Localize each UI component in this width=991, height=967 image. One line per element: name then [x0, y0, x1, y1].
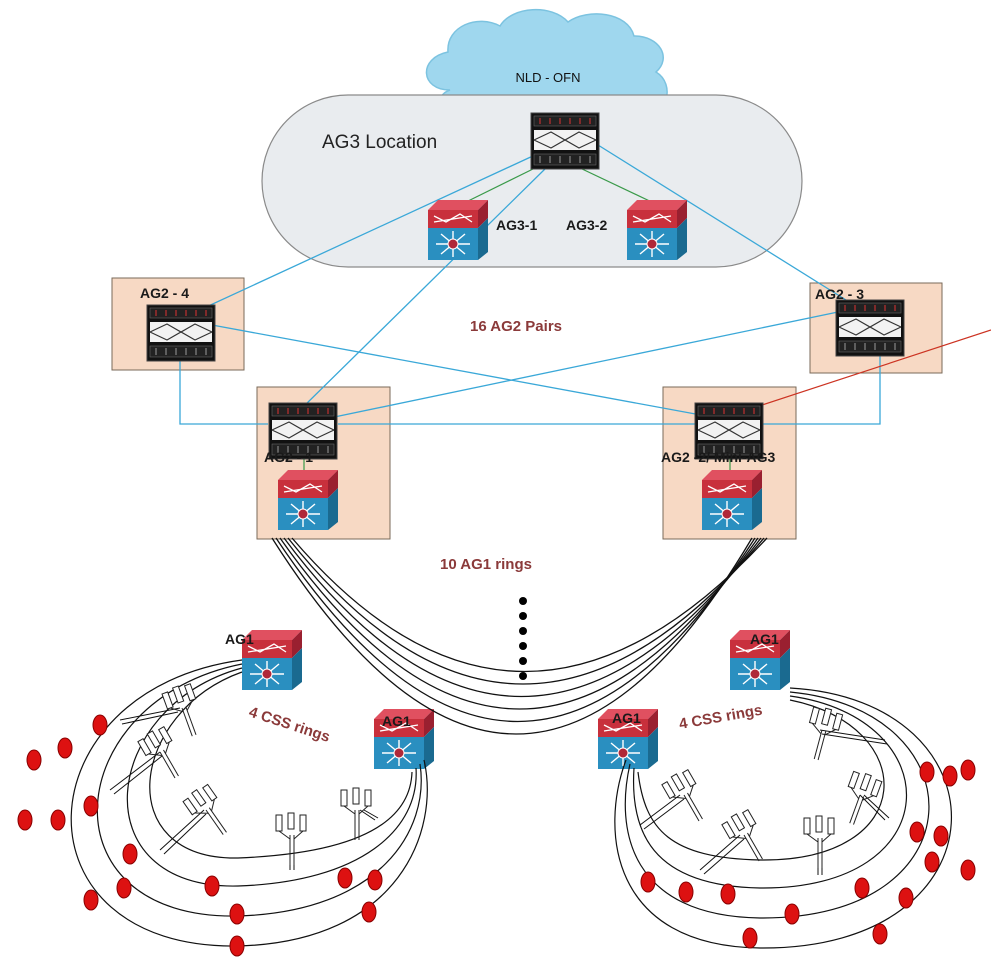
ag3-2-router-icon — [626, 199, 688, 261]
ag2-1-label: AG2 - 1 — [264, 449, 313, 465]
ag2-pairs-label: 16 AG2 Pairs — [470, 318, 562, 335]
ag2-4-label: AG2 - 4 — [140, 285, 189, 301]
ag1-rings — [271, 537, 768, 735]
ag3-2-label: AG3-2 — [566, 217, 607, 233]
ag1-left-inner-label: AG1 — [382, 713, 411, 729]
ag1-right-label: AG1 — [750, 631, 779, 647]
ag2-2-router-icon — [701, 469, 763, 531]
more-rings-ellipsis — [519, 597, 527, 680]
ag3-1-router-icon — [427, 199, 489, 261]
ag2-4-core-icon — [146, 304, 216, 362]
ag3-1-label: AG3-1 — [496, 217, 537, 233]
right-cell-sites — [639, 704, 890, 875]
ag3-core-icon — [530, 112, 600, 170]
ag2-1-router-icon — [277, 469, 339, 531]
ag3-location-label: AG3 Location — [322, 132, 437, 153]
right-css-rings — [614, 687, 953, 949]
cyan-links — [177, 139, 881, 425]
right-css-rings-label: 4 CSS rings — [678, 702, 764, 733]
ag2-2-label: AG2 -2/ Mini-AG3 — [661, 449, 776, 465]
left-css-rings — [70, 659, 428, 947]
red-uplink — [761, 329, 991, 406]
cloud-label: NLD - OFN — [516, 70, 581, 85]
ag1-right-inner-label: AG1 — [612, 710, 641, 726]
ag1-rings-label: 10 AG1 rings — [440, 556, 532, 573]
ag1-left-label: AG1 — [225, 631, 254, 647]
ag2-3-core-icon — [835, 299, 905, 357]
ag2-3-label: AG2 - 3 — [815, 286, 864, 302]
left-cell-sites — [109, 681, 379, 870]
css-nodes — [17, 714, 976, 957]
left-css-rings-label: 4 CSS rings — [247, 704, 332, 746]
